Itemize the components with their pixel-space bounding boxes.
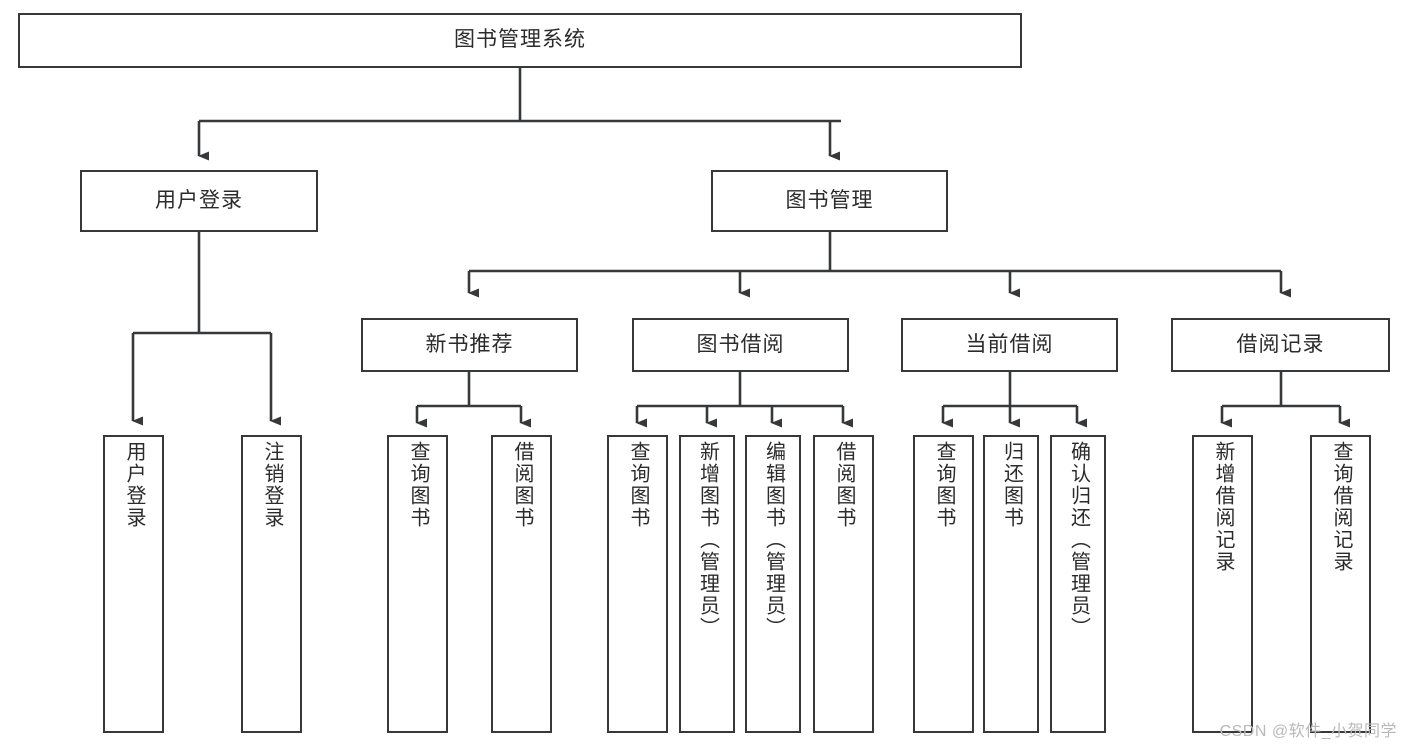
node-user-login[interactable]: 用户登录 xyxy=(80,170,318,232)
node-borrow-record-label: 借阅记录 xyxy=(1236,332,1325,356)
node-current-borrow[interactable]: 当前借阅 xyxy=(901,318,1118,372)
node-leaf-edit-book-label: 编辑图书（管理员） xyxy=(762,441,785,639)
node-user-login-label: 用户登录 xyxy=(155,188,243,212)
node-root[interactable]: 图书管理系统 xyxy=(18,13,1022,68)
node-leaf-add-book[interactable]: 新增图书（管理员） xyxy=(679,435,735,733)
node-root-label: 图书管理系统 xyxy=(454,28,586,52)
node-leaf-logout-login[interactable]: 注销登录 xyxy=(241,435,302,733)
node-leaf-borrow-book-1-label: 借阅图书 xyxy=(511,441,533,529)
node-new-book-recommend[interactable]: 新书推荐 xyxy=(361,318,578,372)
node-leaf-borrow-book-2[interactable]: 借阅图书 xyxy=(813,435,874,733)
node-leaf-logout-login-label: 注销登录 xyxy=(261,441,283,529)
node-new-book-recommend-label: 新书推荐 xyxy=(425,332,514,356)
node-current-borrow-label: 当前借阅 xyxy=(965,332,1054,356)
node-leaf-query-record-label: 查询借阅记录 xyxy=(1330,441,1352,573)
node-book-borrow-label: 图书借阅 xyxy=(696,332,785,356)
node-leaf-query-book-1-label: 查询图书 xyxy=(407,441,429,529)
node-leaf-add-record[interactable]: 新增借阅记录 xyxy=(1192,435,1253,733)
node-book-management-label: 图书管理 xyxy=(785,188,874,212)
node-leaf-borrow-book-1[interactable]: 借阅图书 xyxy=(491,435,552,733)
node-leaf-borrow-book-2-label: 借阅图书 xyxy=(833,441,855,529)
node-book-borrow[interactable]: 图书借阅 xyxy=(632,318,849,372)
node-leaf-query-record[interactable]: 查询借阅记录 xyxy=(1310,435,1371,733)
node-leaf-query-book-3-label: 查询图书 xyxy=(933,441,955,529)
node-leaf-add-book-label: 新增图书（管理员） xyxy=(696,441,719,639)
node-leaf-return-book-label: 归还图书 xyxy=(1000,441,1023,529)
watermark-text: CSDN @软件_小贺同学 xyxy=(1219,723,1397,740)
node-leaf-confirm-return[interactable]: 确认归还（管理员） xyxy=(1050,435,1106,733)
node-book-management[interactable]: 图书管理 xyxy=(711,170,948,232)
node-leaf-user-login[interactable]: 用户登录 xyxy=(103,435,164,733)
node-leaf-return-book[interactable]: 归还图书 xyxy=(983,435,1039,733)
node-leaf-add-record-label: 新增借阅记录 xyxy=(1212,441,1234,573)
node-leaf-query-book-2[interactable]: 查询图书 xyxy=(607,435,668,733)
node-borrow-record[interactable]: 借阅记录 xyxy=(1171,318,1390,372)
node-leaf-query-book-3[interactable]: 查询图书 xyxy=(913,435,974,733)
node-leaf-query-book-2-label: 查询图书 xyxy=(627,441,649,529)
node-leaf-query-book-1[interactable]: 查询图书 xyxy=(387,435,448,733)
node-leaf-edit-book[interactable]: 编辑图书（管理员） xyxy=(745,435,801,733)
node-leaf-confirm-return-label: 确认归还（管理员） xyxy=(1067,441,1090,639)
node-leaf-user-login-label: 用户登录 xyxy=(123,441,145,529)
